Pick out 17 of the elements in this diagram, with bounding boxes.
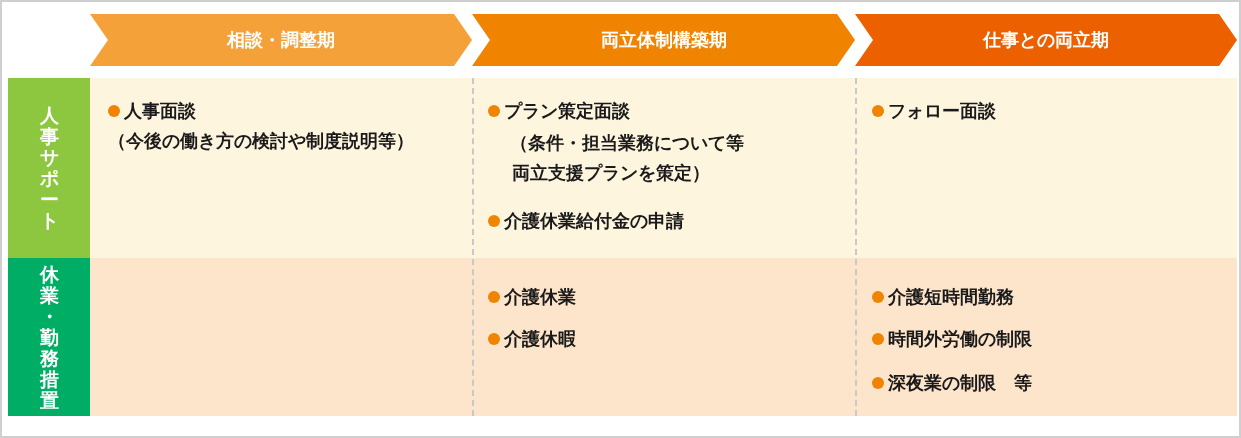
list-item: 介護休業給付金の申請 <box>504 210 684 232</box>
list-item: 両立支援プランを策定） <box>512 162 710 184</box>
list-item: 人事面談 <box>124 100 196 122</box>
list-item: （条件・担当業務について等 <box>510 132 744 154</box>
phase-header: 相談・調整期 <box>90 14 472 66</box>
list-item: （今後の働き方の検討や制度説明等） <box>108 130 414 152</box>
list-item: 深夜業の制限 等 <box>888 372 1032 394</box>
list-item: 介護休暇 <box>504 328 576 350</box>
list-item: 介護休業 <box>504 286 576 308</box>
list-item: 介護短時間勤務 <box>888 286 1014 308</box>
list-item: プラン策定面談 <box>504 100 630 122</box>
list-item: フォロー面談 <box>888 100 996 122</box>
row-header: 休業・勤務措置 <box>8 258 90 416</box>
row-header: 人事サポート <box>8 78 90 258</box>
list-item: 時間外労働の制限 <box>888 328 1032 350</box>
phase-header: 仕事との両立期 <box>855 14 1237 66</box>
phase-header: 両立体制構築期 <box>472 14 855 66</box>
